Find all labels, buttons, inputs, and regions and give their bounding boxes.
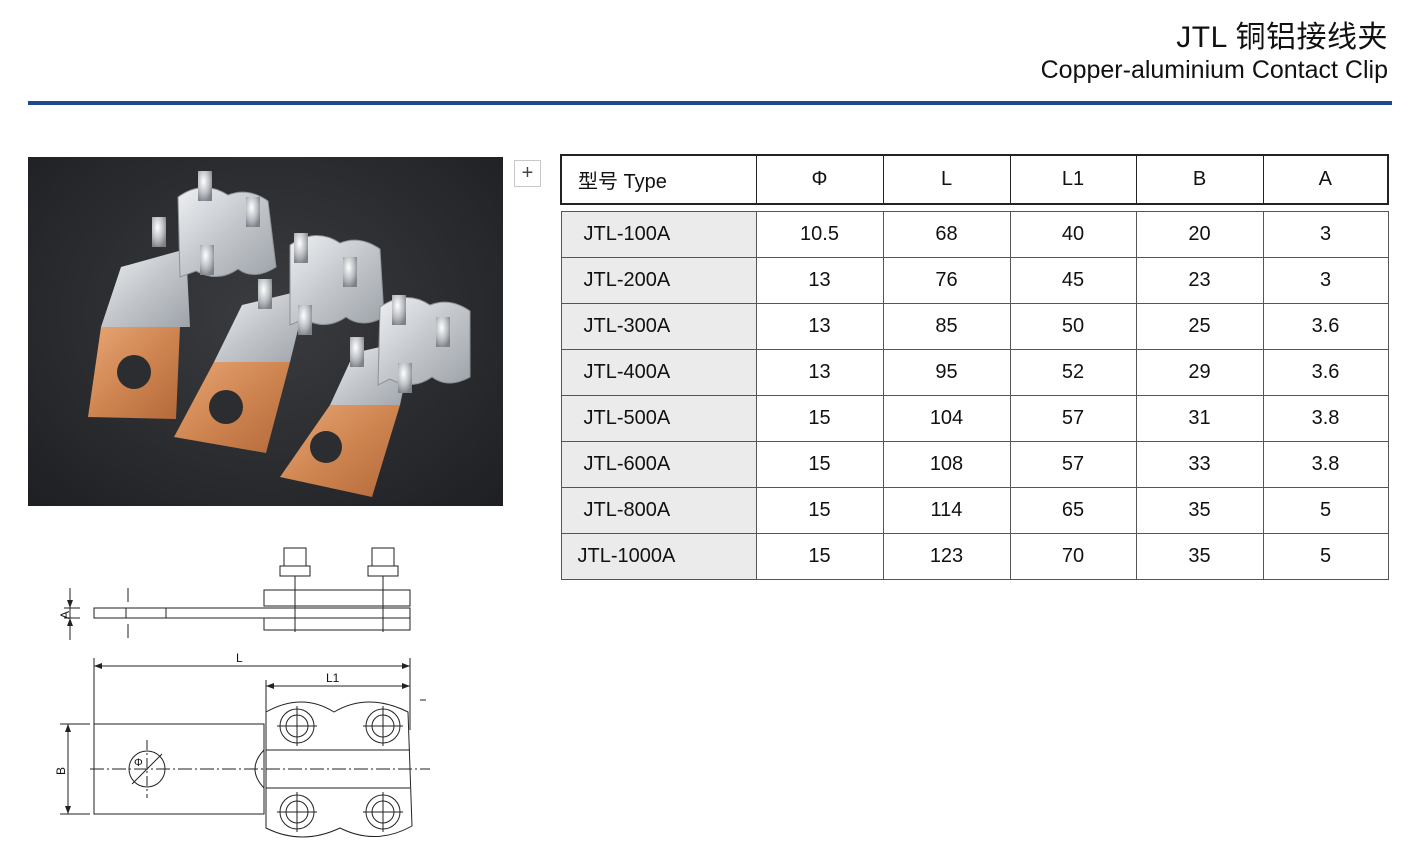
cell-b: 20 bbox=[1135, 210, 1264, 258]
cell-a: 3.6 bbox=[1262, 302, 1389, 350]
cell-l1: 50 bbox=[1009, 302, 1137, 350]
page-title: JTL 铜铝接线夹 bbox=[1176, 21, 1388, 54]
cell-phi: 13 bbox=[755, 348, 884, 396]
cell-a: 5 bbox=[1262, 532, 1389, 580]
cell-b: 23 bbox=[1135, 256, 1264, 304]
cell-l1: 40 bbox=[1009, 210, 1137, 258]
cell-model: JTL-200A bbox=[560, 256, 757, 304]
side-view-clamp-top bbox=[263, 589, 411, 607]
product-photo bbox=[28, 157, 503, 506]
cell-model: JTL-500A bbox=[560, 394, 757, 442]
table-row: JTL-400A 13 95 52 29 3.6 bbox=[560, 348, 1389, 396]
cell-a: 3.6 bbox=[1262, 348, 1389, 396]
side-view-plate bbox=[93, 607, 411, 619]
cell-model: JTL-1000A bbox=[560, 532, 757, 580]
cell-a: 3.8 bbox=[1262, 394, 1389, 442]
cell-b: 25 bbox=[1135, 302, 1264, 350]
cell-l: 114 bbox=[882, 486, 1011, 534]
cell-l1: 45 bbox=[1009, 256, 1137, 304]
cell-a: 3 bbox=[1262, 256, 1389, 304]
technical-drawing: A L L1 B Φ bbox=[54, 547, 430, 838]
cell-b: 29 bbox=[1135, 348, 1264, 396]
dimension-label-b: B bbox=[54, 767, 68, 775]
header-phi: Φ bbox=[755, 154, 884, 205]
cell-phi: 13 bbox=[755, 256, 884, 304]
side-view-clamp-bottom bbox=[263, 617, 411, 631]
cell-model: JTL-100A bbox=[560, 210, 757, 258]
cell-a: 3.8 bbox=[1262, 440, 1389, 488]
cell-a: 3 bbox=[1262, 210, 1389, 258]
cell-phi: 15 bbox=[755, 532, 884, 580]
dimension-label-a: A bbox=[58, 611, 72, 619]
header-rule bbox=[28, 101, 1392, 105]
header-a: A bbox=[1262, 154, 1389, 205]
cell-phi: 10.5 bbox=[755, 210, 884, 258]
cell-b: 35 bbox=[1135, 486, 1264, 534]
cell-l: 85 bbox=[882, 302, 1011, 350]
page-subtitle: Copper-aluminium Contact Clip bbox=[1040, 56, 1388, 84]
cell-model: JTL-600A bbox=[560, 440, 757, 488]
table-row: JTL-500A 15 104 57 31 3.8 bbox=[560, 394, 1389, 442]
cell-model: JTL-400A bbox=[560, 348, 757, 396]
side-view-nut-right bbox=[371, 547, 395, 567]
side-view-nut-left bbox=[283, 547, 307, 567]
cell-l: 108 bbox=[882, 440, 1011, 488]
table-row: JTL-100A 10.5 68 40 20 3 bbox=[560, 210, 1389, 258]
cell-b: 31 bbox=[1135, 394, 1264, 442]
header-type: 型号 Type bbox=[560, 154, 757, 205]
cell-l: 76 bbox=[882, 256, 1011, 304]
dimension-label-l1: L1 bbox=[326, 671, 340, 685]
cell-l1: 57 bbox=[1009, 394, 1137, 442]
cell-l: 68 bbox=[882, 210, 1011, 258]
table-row: JTL-600A 15 108 57 33 3.8 bbox=[560, 440, 1389, 488]
header-l1: L1 bbox=[1009, 154, 1137, 205]
cell-b: 35 bbox=[1135, 532, 1264, 580]
cell-l: 123 bbox=[882, 532, 1011, 580]
table-row: JTL-300A 13 85 50 25 3.6 bbox=[560, 302, 1389, 350]
table-header-row: 型号 Type Φ L L1 B A bbox=[560, 154, 1389, 205]
cell-l: 95 bbox=[882, 348, 1011, 396]
table-row: JTL-200A 13 76 45 23 3 bbox=[560, 256, 1389, 304]
product-photo-illustration bbox=[88, 171, 471, 497]
table-row: JTL-800A 15 114 65 35 5 bbox=[560, 486, 1389, 534]
expand-button[interactable]: + bbox=[514, 160, 541, 187]
cell-phi: 15 bbox=[755, 440, 884, 488]
table-row: JTL-1000A 15 123 70 35 5 bbox=[560, 532, 1389, 580]
cell-model: JTL-800A bbox=[560, 486, 757, 534]
cell-l1: 52 bbox=[1009, 348, 1137, 396]
cell-l: 104 bbox=[882, 394, 1011, 442]
cell-b: 33 bbox=[1135, 440, 1264, 488]
cell-phi: 15 bbox=[755, 394, 884, 442]
cell-l1: 65 bbox=[1009, 486, 1137, 534]
dimension-label-phi: Φ bbox=[134, 757, 143, 769]
plan-view-clamp bbox=[265, 701, 413, 838]
cell-a: 5 bbox=[1262, 486, 1389, 534]
header-l: L bbox=[882, 154, 1011, 205]
header-b: B bbox=[1135, 154, 1264, 205]
cell-model: JTL-300A bbox=[560, 302, 757, 350]
cell-l1: 70 bbox=[1009, 532, 1137, 580]
spec-table: 型号 Type Φ L L1 B A JTL-100A 10.5 68 40 2… bbox=[560, 154, 1389, 580]
cell-l1: 57 bbox=[1009, 440, 1137, 488]
dimension-label-l: L bbox=[236, 651, 243, 665]
cell-phi: 15 bbox=[755, 486, 884, 534]
cell-phi: 13 bbox=[755, 302, 884, 350]
